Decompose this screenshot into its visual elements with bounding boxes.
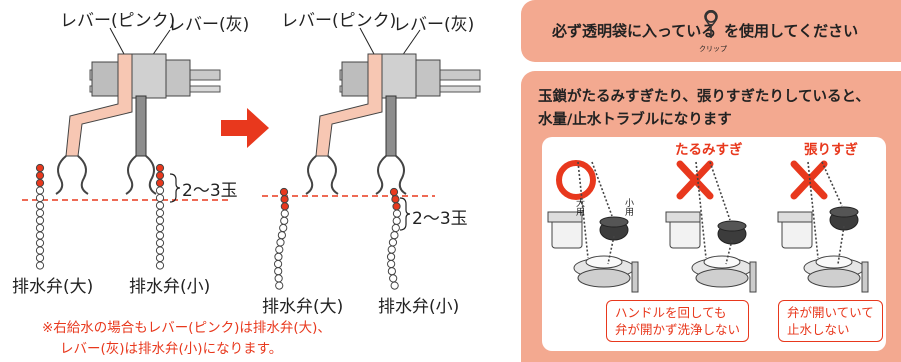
chain-bead bbox=[155, 208, 165, 218]
right-lever-pink-label: レバー(ピンク) bbox=[281, 11, 397, 31]
chain-bead bbox=[155, 171, 165, 180]
arrow-right-icon bbox=[221, 108, 269, 148]
chain-bead bbox=[155, 253, 165, 263]
chain-bead bbox=[35, 216, 45, 225]
chain-bead bbox=[392, 202, 401, 211]
chain-bead bbox=[276, 238, 285, 247]
chain-bead bbox=[35, 178, 45, 188]
banner-text-before: 必ず透明袋に入っている bbox=[552, 22, 717, 40]
chain-bead bbox=[155, 223, 165, 233]
chain-bead bbox=[35, 208, 45, 218]
chain-bead bbox=[35, 253, 45, 263]
callout-slack-line-1: ハンドルを回しても bbox=[615, 305, 727, 320]
panel-heading-line-1: 玉鎖がたるみすぎたり、張りすぎたりしていると、 bbox=[538, 89, 870, 105]
note-line-1: ※右給水の場合もレバー(ピンク)は排水弁(大)、 bbox=[42, 320, 331, 336]
chain-bead bbox=[387, 245, 396, 254]
banner-text-after: を使用してください bbox=[724, 22, 859, 40]
left-valve-small-label: 排水弁(小) bbox=[129, 277, 211, 297]
chain-bead bbox=[387, 259, 396, 269]
chain-bead bbox=[280, 216, 289, 225]
chain-bead bbox=[35, 201, 45, 210]
chain-bead bbox=[35, 163, 45, 173]
chain-bead bbox=[386, 252, 396, 261]
chain-bead bbox=[275, 245, 284, 254]
chain-bead bbox=[390, 281, 399, 290]
callout-slack: ハンドルを回しても 弁が開かず洗浄しない bbox=[606, 300, 750, 342]
chain-bead bbox=[388, 238, 398, 247]
chain-bead bbox=[35, 246, 45, 255]
chain-bead bbox=[280, 202, 289, 211]
chain-bead bbox=[275, 281, 284, 290]
chain-bead bbox=[155, 193, 165, 203]
chain-bead bbox=[35, 261, 45, 270]
chain-bead bbox=[389, 187, 399, 197]
left-count-label: 2〜3玉 bbox=[182, 181, 238, 201]
right-lever-gray-label: レバー(灰) bbox=[393, 15, 475, 35]
chain-bead bbox=[155, 201, 165, 210]
chain-bead bbox=[392, 209, 402, 218]
chain-bead bbox=[390, 231, 399, 240]
callout-tight-line-2: 止水しない bbox=[787, 322, 850, 337]
chain-bead bbox=[391, 223, 400, 233]
right-valve-small-label: 排水弁(小) bbox=[378, 297, 460, 317]
tank-large-label: 大用 bbox=[574, 198, 584, 216]
left-lever-pink-label: レバー(ピンク) bbox=[60, 11, 176, 31]
chain-bead bbox=[35, 193, 45, 203]
chain-bead bbox=[277, 231, 286, 240]
chain-bead bbox=[155, 261, 165, 270]
callout-slack-line-2: 弁が開かず洗浄しない bbox=[615, 322, 741, 337]
chain-bead bbox=[391, 195, 400, 204]
col-label-slack: たるみすぎ bbox=[675, 142, 743, 158]
note-line-2: レバー(灰)は排水弁(小)になります。 bbox=[60, 341, 283, 357]
chain-bead bbox=[273, 259, 283, 269]
clip-icon bbox=[704, 10, 718, 38]
chain-bead bbox=[274, 274, 283, 283]
chain-bead bbox=[387, 267, 396, 276]
chain-bead bbox=[280, 209, 289, 218]
chain-bead bbox=[155, 231, 165, 240]
chain-bead bbox=[279, 223, 288, 233]
valve-illustrations bbox=[547, 160, 869, 293]
left-valve-large-label: 排水弁(大) bbox=[12, 277, 94, 297]
callout-tight: 弁が開いていて 止水しない bbox=[778, 300, 883, 342]
panel-heading-line-2: 水量/止水トラブルになります bbox=[538, 112, 732, 128]
panel-heading: 玉鎖がたるみすぎたり、張りすぎたりしていると、 水量/止水トラブルになります bbox=[538, 86, 870, 132]
chain-bead bbox=[155, 246, 165, 255]
chain-bead bbox=[35, 223, 45, 233]
mechanism-diagram-before bbox=[22, 27, 232, 270]
chain-bead bbox=[155, 216, 165, 225]
col-label-tight: 張りすぎ bbox=[804, 142, 858, 158]
clip-label: クリップ bbox=[699, 45, 727, 53]
chain-bead bbox=[389, 274, 398, 283]
right-valve-large-label: 排水弁(大) bbox=[262, 297, 344, 317]
right-count-label: 2〜3玉 bbox=[412, 209, 468, 229]
chain-bead bbox=[35, 186, 45, 195]
chain-bead bbox=[280, 195, 289, 204]
chain-bead bbox=[155, 163, 165, 173]
callout-tight-line-1: 弁が開いていて bbox=[787, 305, 874, 320]
left-lever-gray-label: レバー(灰) bbox=[168, 15, 250, 35]
chain-bead bbox=[274, 252, 283, 261]
chain-bead bbox=[155, 186, 165, 195]
chain-bead bbox=[35, 231, 45, 240]
chain-bead bbox=[155, 178, 165, 188]
chain-bead bbox=[279, 187, 289, 197]
chain-bead bbox=[35, 171, 45, 180]
chain-bead bbox=[274, 267, 283, 276]
chain-bead bbox=[392, 216, 401, 225]
tank-small-label: 小用 bbox=[623, 198, 633, 216]
chain-bead bbox=[155, 238, 165, 248]
chain-bead bbox=[35, 238, 45, 248]
mechanism-diagram-after bbox=[262, 27, 481, 290]
